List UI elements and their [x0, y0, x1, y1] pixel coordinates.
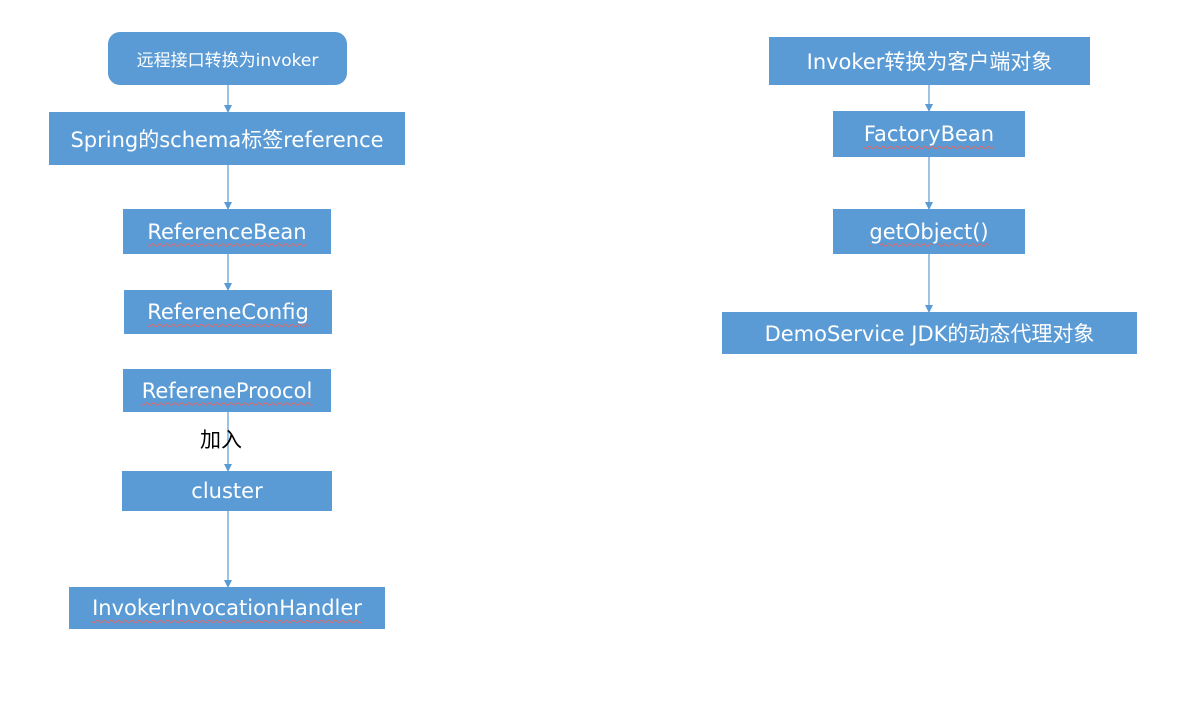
node-cluster: cluster — [122, 471, 332, 511]
node-label: Spring的schema标签reference — [70, 127, 384, 152]
node-label: ReferenceBean — [147, 219, 307, 244]
node-label: 远程接口转换为invoker — [136, 51, 319, 71]
node-label: DemoService JDK的动态代理对象 — [764, 322, 1095, 346]
node-reference-bean: ReferenceBean — [123, 209, 331, 254]
node-label: RefereneProocol — [141, 378, 313, 403]
node-demo-service-proxy: DemoService JDK的动态代理对象 — [722, 312, 1137, 354]
edge-label-join: 加入 — [200, 428, 242, 452]
node-factory-bean: FactoryBean — [833, 111, 1025, 157]
node-spring-schema-reference: Spring的schema标签reference — [49, 112, 405, 165]
node-label: getObject() — [869, 219, 989, 244]
node-label: RefereneConfig — [147, 300, 309, 324]
node-reference-config: RefereneConfig — [124, 290, 332, 334]
node-get-object: getObject() — [833, 209, 1025, 254]
node-invoker-invocation-handler: InvokerInvocationHandler — [69, 587, 385, 629]
node-label: Invoker转换为客户端对象 — [806, 50, 1053, 74]
node-label: InvokerInvocationHandler — [92, 596, 362, 620]
node-label: cluster — [191, 479, 263, 503]
node-reference-protocol: RefereneProocol — [123, 369, 331, 412]
node-invoker-to-client-object: Invoker转换为客户端对象 — [769, 37, 1090, 85]
node-remote-interface-to-invoker: 远程接口转换为invoker — [108, 32, 347, 85]
node-label: FactoryBean — [863, 122, 995, 146]
